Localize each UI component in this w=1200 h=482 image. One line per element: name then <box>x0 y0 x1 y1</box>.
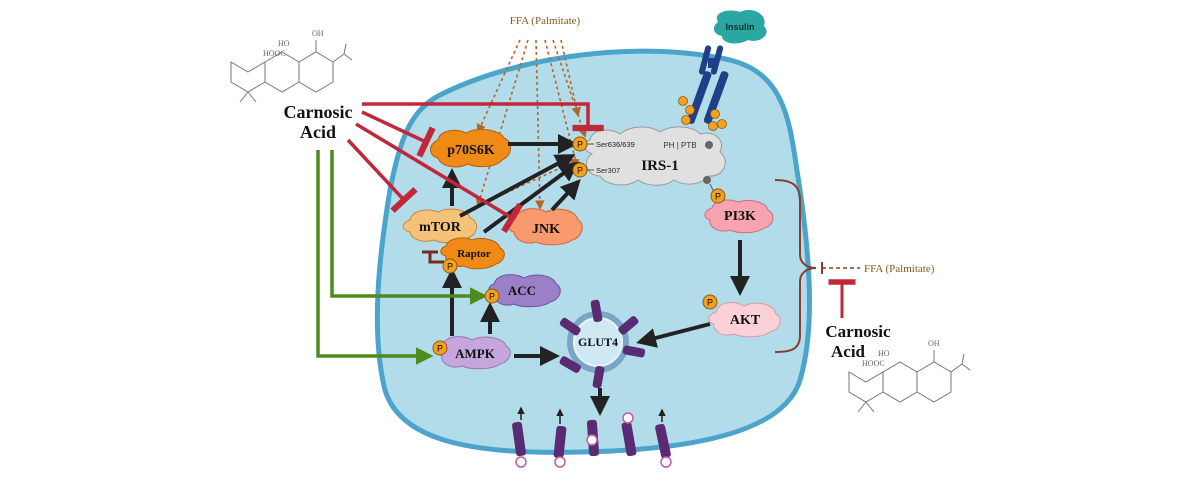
phospho-acc: P <box>484 288 500 304</box>
carnosic-acid-label-left-line2: Acid <box>300 122 336 142</box>
irs1-site-dot-bottom <box>703 176 711 184</box>
svg-text:P: P <box>577 166 583 176</box>
carnosic-acid-structure-left <box>230 40 353 103</box>
ser636-label: Ser636/639 <box>596 140 635 149</box>
phospho-akt: P <box>702 294 718 310</box>
mol-oh-right: OH <box>928 339 940 348</box>
mol-oh-left: OH <box>312 29 324 38</box>
phospho-badges: P P P P P P P <box>432 136 726 356</box>
phospho-ampk: P <box>432 340 448 356</box>
ampk-label: AMPK <box>455 346 496 361</box>
glut4-label: GLUT4 <box>578 335 618 349</box>
svg-text:P: P <box>489 292 495 302</box>
phospho-pi3k: P <box>710 188 726 204</box>
akt-protein <box>708 302 781 338</box>
carnosic-acid-label-left-line1: Carnosic <box>284 102 353 122</box>
pi3k-label: PI3K <box>724 209 756 224</box>
svg-text:P: P <box>447 262 453 272</box>
transporter-1 <box>512 406 527 468</box>
ser307-label: Ser307 <box>596 166 620 175</box>
right-bracket <box>774 179 817 353</box>
activation-arrows <box>442 134 750 416</box>
irs1-protein <box>584 126 726 186</box>
mtor-protein <box>402 208 477 244</box>
insulin-molecule: Insulin <box>713 9 767 44</box>
svg-text:P: P <box>437 344 443 354</box>
pi3k-protein <box>704 199 774 234</box>
phospho-ser307: P <box>572 162 588 178</box>
transporter-4 <box>621 412 637 457</box>
membrane-glut4-transporters <box>512 406 672 468</box>
raptor-inhibition <box>422 250 444 264</box>
transporter-2 <box>553 408 567 468</box>
ph-ptb-label: PH | PTB <box>663 141 696 150</box>
receptor-phospho-sites <box>678 96 727 131</box>
svg-text:P: P <box>715 192 721 202</box>
svg-text:P: P <box>577 140 583 150</box>
irs1-site-dot-top <box>705 141 713 149</box>
ffa-palmitate-label-top: FFA (Palmitate) <box>510 15 581 27</box>
mol-ho-right: HO <box>878 349 890 358</box>
transporter-3 <box>586 419 600 457</box>
ampk-protein <box>436 336 511 370</box>
acc-label: ACC <box>508 283 536 298</box>
mol-ho-left: HO <box>278 39 290 48</box>
svg-text:P: P <box>707 298 713 308</box>
raptor-protein <box>440 237 505 270</box>
p70s6k-label: p70S6K <box>447 143 495 158</box>
raptor-label: Raptor <box>457 248 491 260</box>
mol-hooc-left: HOOC <box>263 49 286 58</box>
mol-hooc-right: HOOC <box>862 359 885 368</box>
phospho-raptor: P <box>442 258 458 274</box>
irs1-label: IRS-1 <box>641 158 679 174</box>
mtor-label: mTOR <box>419 220 462 235</box>
carnosic-acid-label-right-line1: Carnosic <box>825 322 891 341</box>
carnosic-acid-structure-right <box>848 350 971 413</box>
akt-label: AKT <box>730 313 761 328</box>
glut4-vesicle <box>559 299 646 389</box>
ffa-palmitate-label-right: FFA (Palmitate) <box>864 263 935 275</box>
phospho-ser636: P <box>572 136 588 152</box>
insulin-label: Insulin <box>726 22 755 32</box>
carnosic-activation-arrows <box>316 150 488 365</box>
transporter-5 <box>655 408 672 468</box>
p70s6k-protein <box>430 128 511 168</box>
carnosic-acid-label-right-line2: Acid <box>831 342 866 361</box>
carnosic-inhibition-lines <box>346 102 604 234</box>
jnk-label: JNK <box>532 222 560 237</box>
